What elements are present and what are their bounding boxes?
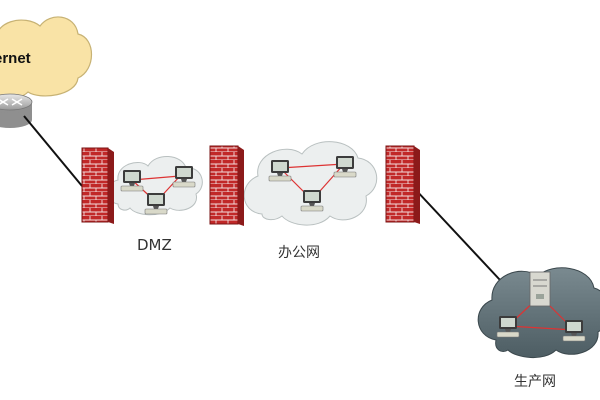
firewall3-production-link — [413, 187, 501, 281]
router-icon — [0, 93, 33, 128]
dmz-workstation-2-icon — [172, 165, 196, 188]
firewall-3-icon — [385, 145, 420, 224]
router-firewall1-link — [23, 115, 83, 187]
office-workstation-1-icon — [268, 159, 292, 182]
production-network-label: 生产网 — [514, 374, 556, 390]
internet-cloud-icon — [0, 16, 92, 99]
office-network-label: 办公网 — [278, 245, 320, 261]
dmz-workstation-3-icon — [144, 192, 168, 215]
internet-label: ernet — [0, 50, 31, 67]
firewall-2-icon — [209, 145, 244, 226]
office-workstation-2-icon — [333, 155, 357, 178]
production-server-icon — [529, 271, 551, 307]
production-workstation-1-icon — [496, 315, 520, 338]
dmz-label: DMZ — [137, 236, 172, 254]
dmz-workstation-1-icon — [120, 169, 144, 192]
office-workstation-3-icon — [300, 189, 324, 212]
firewall-1-icon — [81, 147, 114, 224]
production-workstation-2-icon — [562, 319, 586, 342]
office-cloud-icon — [243, 141, 378, 226]
